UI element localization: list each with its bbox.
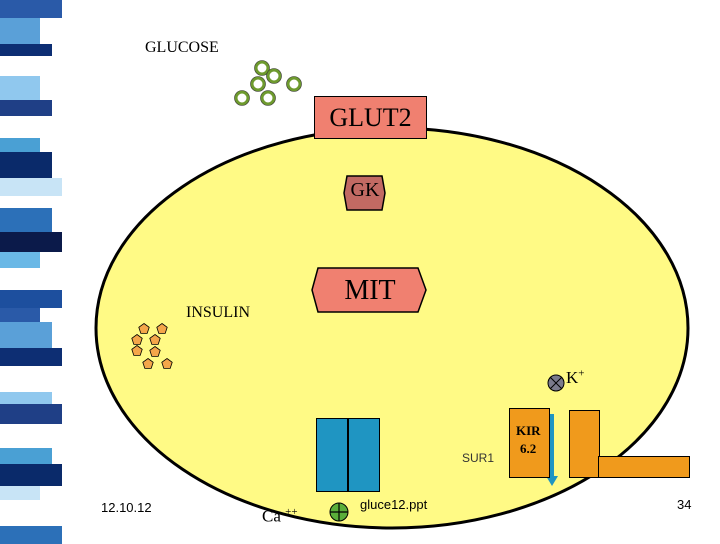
kir-arrow: [546, 414, 558, 486]
stripe-segment: [0, 178, 62, 196]
glut2-transporter: GLUT2: [314, 96, 427, 139]
ca-channel-symbol: [329, 502, 349, 522]
stripe-segment: [0, 322, 52, 348]
stripe-segment: [0, 448, 52, 464]
glucose-molecule: [254, 60, 270, 76]
stripe-segment: [0, 232, 62, 252]
mit-hexagon: [311, 267, 427, 313]
ca-channel-right: [348, 418, 380, 492]
stripe-segment: [0, 76, 40, 100]
glucose-molecule-outline: [250, 76, 266, 92]
footer-date: 12.10.12: [101, 500, 152, 515]
kir-label: KIR: [516, 423, 541, 438]
gk-label: GK: [350, 179, 380, 201]
insulin-granule: [149, 346, 161, 357]
sur1-subunit-tail: [598, 456, 690, 478]
stripe-segment: [0, 252, 40, 268]
stripe-segment: [0, 268, 52, 290]
stripe-segment: [0, 404, 62, 424]
glucose-molecule-outline: [260, 90, 276, 106]
stripe-segment: [0, 44, 52, 56]
glucose-molecule: [234, 90, 250, 106]
kir-subunit: [509, 408, 550, 478]
insulin-granule: [142, 358, 154, 369]
footer-filename: gluce12.ppt: [360, 497, 428, 512]
stripe-segment: [0, 500, 52, 526]
stripe-segment: [0, 18, 40, 44]
stripe-segment: [0, 486, 40, 500]
glucose-molecule: [260, 90, 276, 106]
decorative-stripe-bar: [0, 0, 62, 544]
stripe-segment: [0, 0, 62, 18]
footer-page-number: 34: [677, 497, 692, 512]
gk-hexagon: [343, 175, 386, 211]
insulin-granule: [156, 323, 168, 334]
stripe-segment: [0, 308, 40, 322]
insulin-granules: [131, 323, 173, 369]
glucose-molecule-outline: [254, 60, 270, 76]
stripe-segment: [0, 366, 40, 392]
stripe-segment: [0, 208, 52, 232]
glucose-molecule: [250, 76, 266, 92]
glucose-label: GLUCOSE: [145, 39, 219, 56]
glucose-molecules: [234, 60, 302, 106]
insulin-granule: [149, 334, 161, 345]
glucose-molecule-outline: [234, 90, 250, 106]
stripe-segment: [0, 348, 62, 366]
stripe-segment: [0, 56, 62, 76]
stripe-segment: [0, 116, 62, 138]
insulin-granule: [131, 345, 143, 356]
sur1-label: SUR1: [462, 451, 495, 465]
insulin-label: INSULIN: [186, 304, 250, 321]
ca-label: Ca ++: [262, 506, 298, 526]
stripe-segment: [0, 196, 40, 208]
ca-channel-left: [316, 418, 348, 492]
glucose-molecule: [266, 68, 282, 84]
k-plus-label: K+: [566, 367, 585, 387]
insulin-granule: [138, 323, 150, 334]
stripe-segment: [0, 424, 40, 448]
sur1-subunit-top: [569, 410, 600, 478]
insulin-granule: [131, 334, 143, 345]
stripe-segment: [0, 138, 40, 152]
glucose-molecule-outline: [286, 76, 302, 92]
insulin-granule: [161, 358, 173, 369]
stripe-segment: [0, 100, 52, 116]
stripe-segment: [0, 152, 52, 178]
stripe-segment: [0, 290, 62, 308]
stripe-segment: [0, 392, 52, 404]
glucose-molecule-outline: [266, 68, 282, 84]
k-channel-symbol: [547, 374, 565, 392]
kir-number-label: 6.2: [520, 441, 537, 456]
glucose-molecule: [286, 76, 302, 92]
mit-label: MIT: [344, 275, 396, 306]
stripe-segment: [0, 464, 62, 486]
glut2-label: GLUT2: [329, 102, 412, 132]
